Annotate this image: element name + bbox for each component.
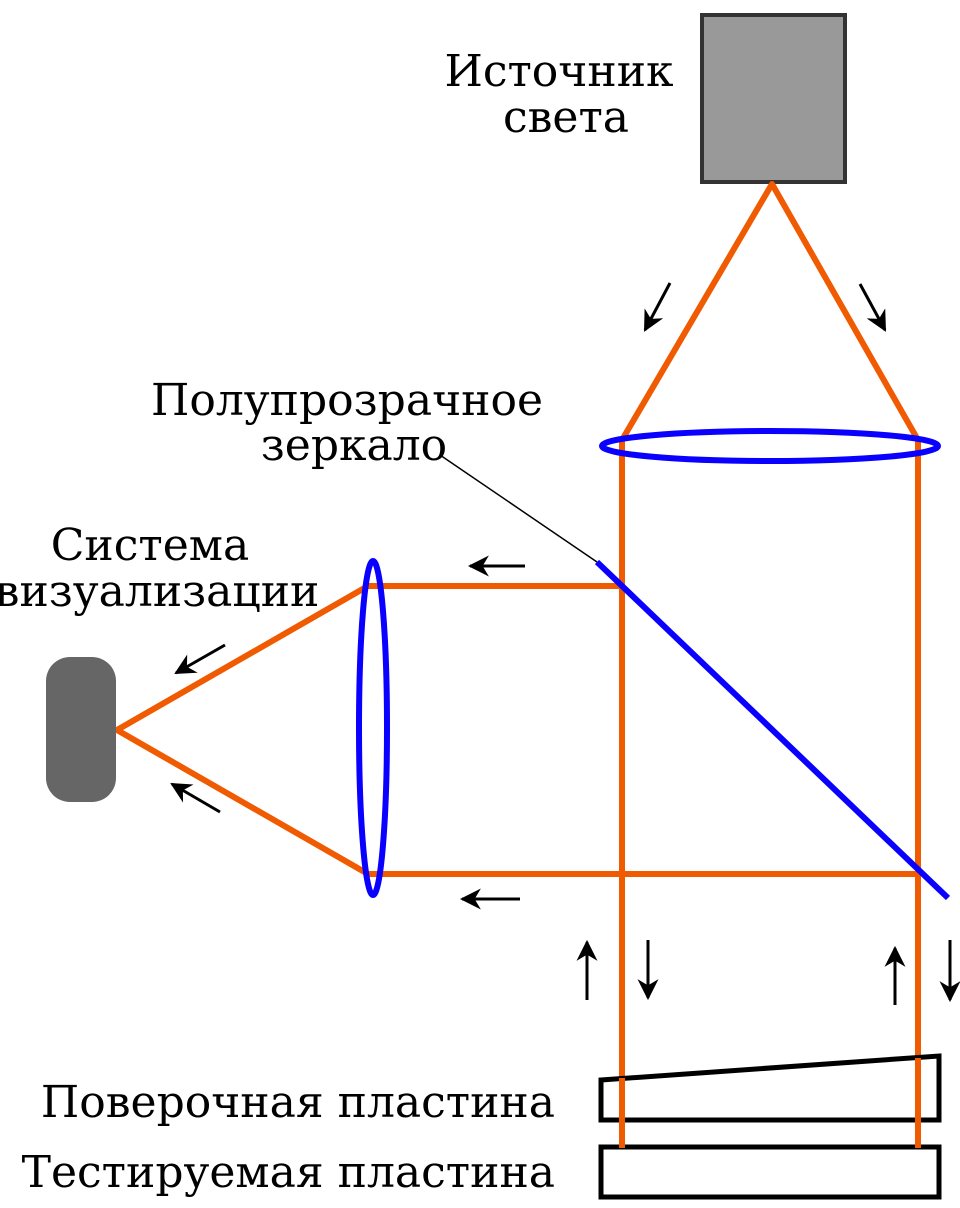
reference-plate [598,1053,942,1123]
visualization-label: Система визуализации [0,520,319,617]
direction-arrows [170,282,960,1005]
detector [46,657,116,802]
test-plate [598,1144,942,1200]
arrow-icon [170,782,221,814]
test-plate-label: Тестируемая пластина [22,1147,555,1198]
arrow-icon [858,283,887,332]
reference-plate-label: Поверочная пластина [41,1077,555,1128]
light-source [700,13,847,184]
semi-transparent-mirror [594,559,951,901]
arrow-icon [174,643,226,675]
imaging-lens [356,558,390,898]
mirror-label: Полупрозрачное зеркало [151,375,557,471]
mirror-leader-line [439,454,598,563]
arrow-icon [643,282,672,332]
collimating-lens [599,428,941,464]
light-beams [114,181,921,1148]
light-source-label: Источник света [444,46,687,143]
